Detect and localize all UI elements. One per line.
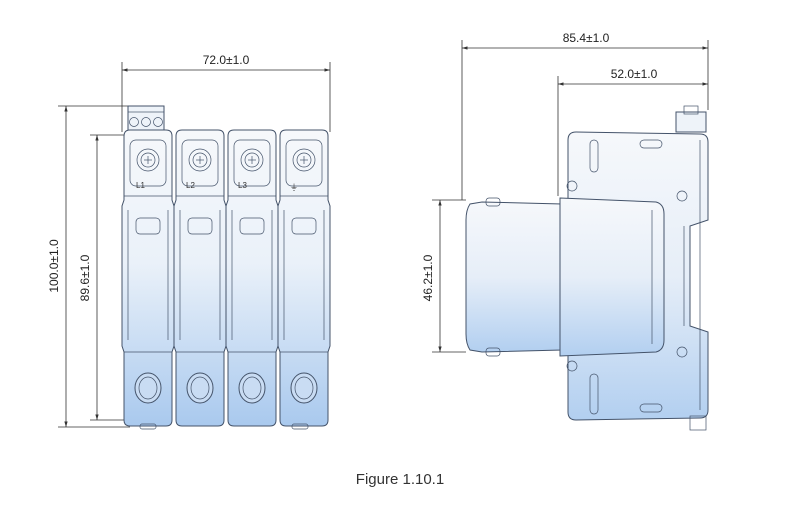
front-width-label: 72.0±1.0 [203, 53, 250, 67]
side-plug-module [465, 197, 665, 357]
side-top-connector [675, 105, 707, 133]
side-view: 85.4±1.0 52.0±1.0 46.2±1.0 [421, 31, 709, 431]
pole-label-1: L1 [136, 181, 145, 190]
front-view: 72.0±1.0 100.0±1.0 89.6±1.0 [47, 53, 331, 430]
remote-signal-terminal [127, 105, 165, 133]
pole-module-1: L1 [121, 129, 175, 427]
side-din-clip [689, 415, 707, 431]
side-depth-label: 85.4±1.0 [563, 31, 610, 45]
din-clips-front [139, 423, 309, 430]
side-inner-depth-label: 52.0±1.0 [611, 67, 658, 81]
front-outer-height-label: 100.0±1.0 [47, 239, 61, 293]
front-inner-height-label: 89.6±1.0 [78, 254, 92, 301]
pole-module-4: ⏚ [277, 129, 331, 427]
side-housing-details [566, 139, 701, 415]
side-body-height-dimension: 46.2±1.0 [421, 199, 466, 353]
pole-module-2: L2 [173, 129, 227, 427]
pole-label-4: ⏚ [290, 183, 298, 192]
front-width-dimension: 72.0±1.0 [121, 53, 331, 132]
pole-modules: L1 L2 [121, 129, 331, 427]
side-depth-dimension: 85.4±1.0 [461, 31, 709, 200]
side-body-height-label: 46.2±1.0 [421, 254, 435, 301]
side-inner-depth-dimension: 52.0±1.0 [557, 67, 708, 196]
front-outer-height-dimension: 100.0±1.0 [47, 105, 130, 428]
pole-label-3: L3 [238, 181, 247, 190]
figure-caption: Figure 1.10.1 [356, 471, 444, 488]
front-inner-height-dimension: 89.6±1.0 [78, 134, 128, 421]
pole-module-3: L3 [225, 129, 279, 427]
pole-label-2: L2 [186, 181, 195, 190]
